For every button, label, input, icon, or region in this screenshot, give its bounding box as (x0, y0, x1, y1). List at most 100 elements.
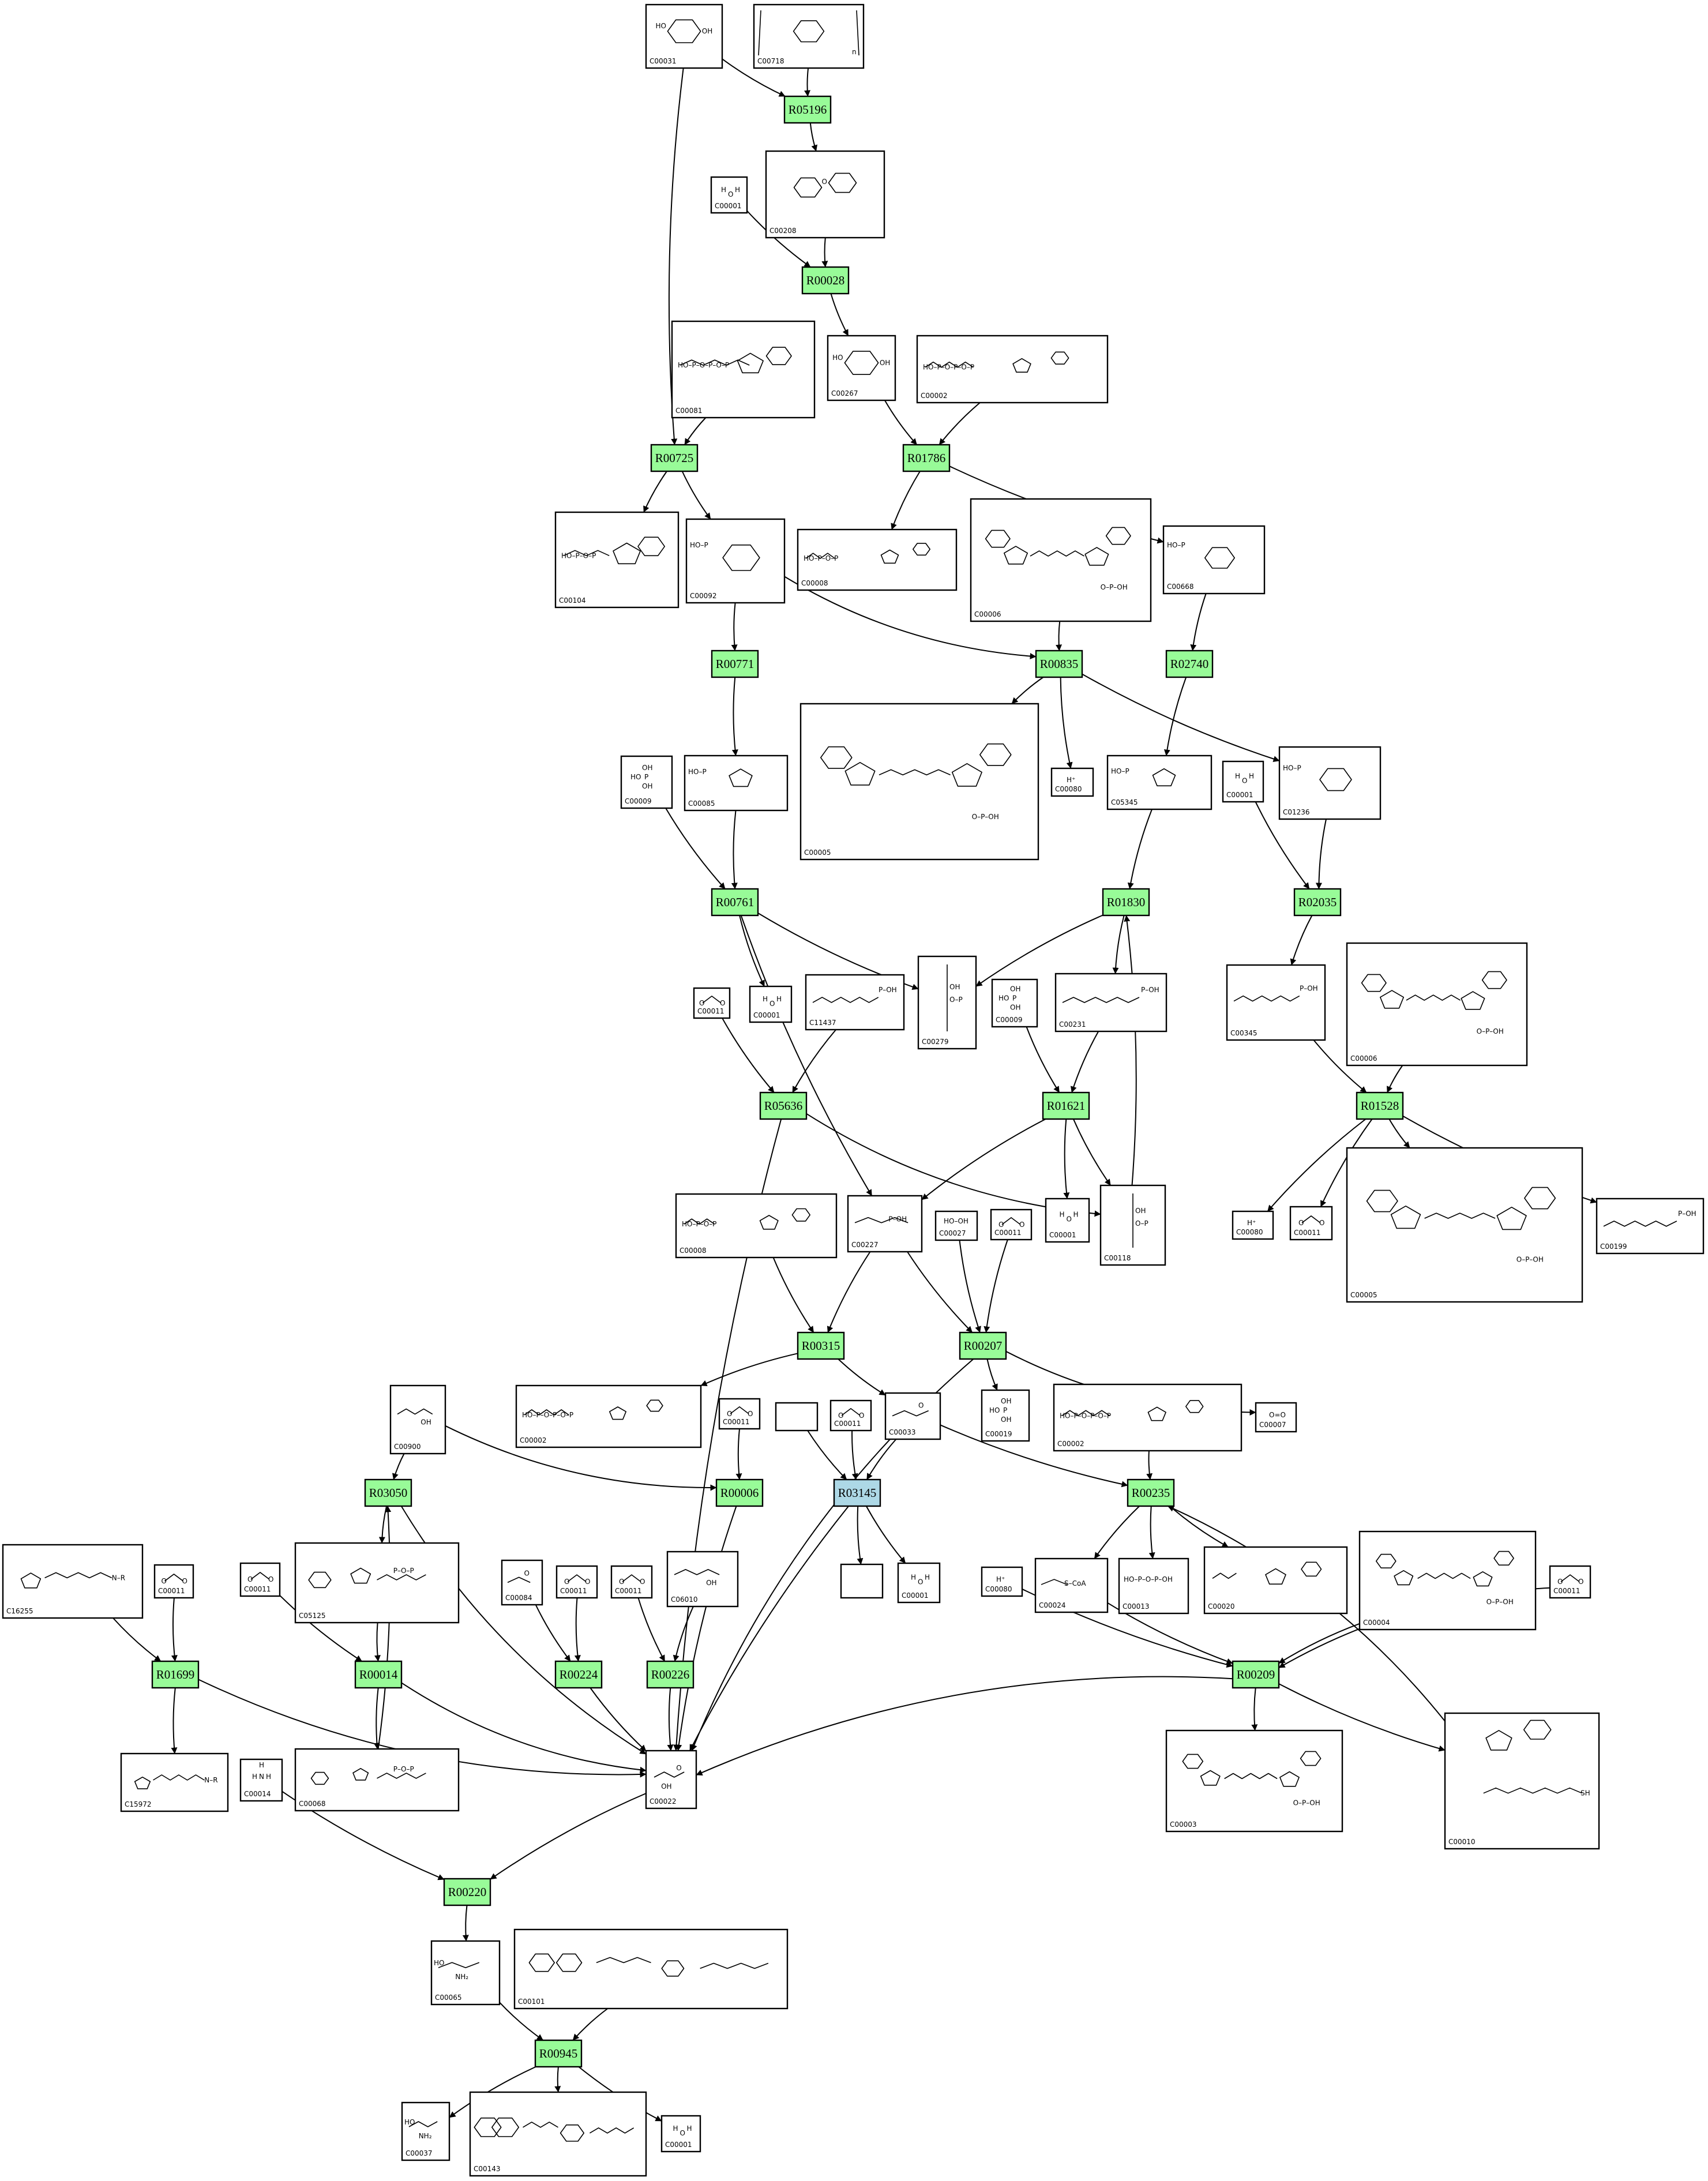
reaction-node[interactable]: R05196 (783, 95, 832, 124)
reaction-node[interactable]: R00006 (715, 1478, 764, 1507)
reaction-node[interactable]: R00014 (354, 1660, 403, 1689)
compound-node[interactable]: C00143 (469, 2091, 647, 2177)
reaction-node[interactable]: R05636 (759, 1091, 808, 1120)
reaction-node[interactable]: R00226 (646, 1660, 695, 1689)
reaction-node[interactable]: R02035 (1293, 888, 1342, 917)
edge-arrow (851, 1430, 858, 1480)
reaction-node[interactable]: R00761 (711, 888, 759, 917)
reaction-node[interactable]: R00835 (1035, 650, 1083, 678)
reaction-node[interactable]: R00771 (711, 650, 759, 678)
reaction-node[interactable]: R00207 (959, 1331, 1007, 1360)
reaction-node[interactable]: R01528 (1356, 1091, 1404, 1120)
reaction-node[interactable]: R00220 (443, 1878, 491, 1906)
reaction-node[interactable]: R00028 (801, 266, 850, 295)
compound-node[interactable]: H⁺C00080 (1050, 767, 1094, 797)
compound-node[interactable]: C00020 (1203, 1546, 1348, 1615)
reaction-node[interactable]: R02740 (1165, 650, 1214, 678)
compound-node[interactable]: C00101 (513, 1928, 789, 2010)
reaction-node[interactable]: R01699 (151, 1660, 200, 1689)
reaction-node[interactable]: R01786 (902, 444, 951, 472)
reaction-node[interactable]: R03050 (364, 1478, 412, 1507)
reaction-node[interactable]: R00235 (1127, 1478, 1175, 1507)
compound-node[interactable]: H⁺C00080 (981, 1566, 1023, 1597)
compound-node[interactable]: H⁺C00080 (1232, 1210, 1274, 1240)
reaction-node[interactable]: R00224 (554, 1660, 603, 1689)
reaction-node[interactable]: R01621 (1042, 1091, 1090, 1120)
reaction-node[interactable]: R00209 (1232, 1660, 1280, 1689)
reaction-node[interactable]: R00315 (797, 1331, 845, 1360)
compound-node[interactable] (775, 1402, 819, 1432)
reaction-node[interactable]: R01830 (1102, 888, 1150, 917)
reaction-node[interactable]: R03145 (833, 1478, 881, 1507)
compound-node[interactable] (840, 1563, 884, 1599)
reaction-node[interactable]: R00725 (650, 444, 699, 472)
reaction-node[interactable]: R00945 (534, 2039, 583, 2068)
